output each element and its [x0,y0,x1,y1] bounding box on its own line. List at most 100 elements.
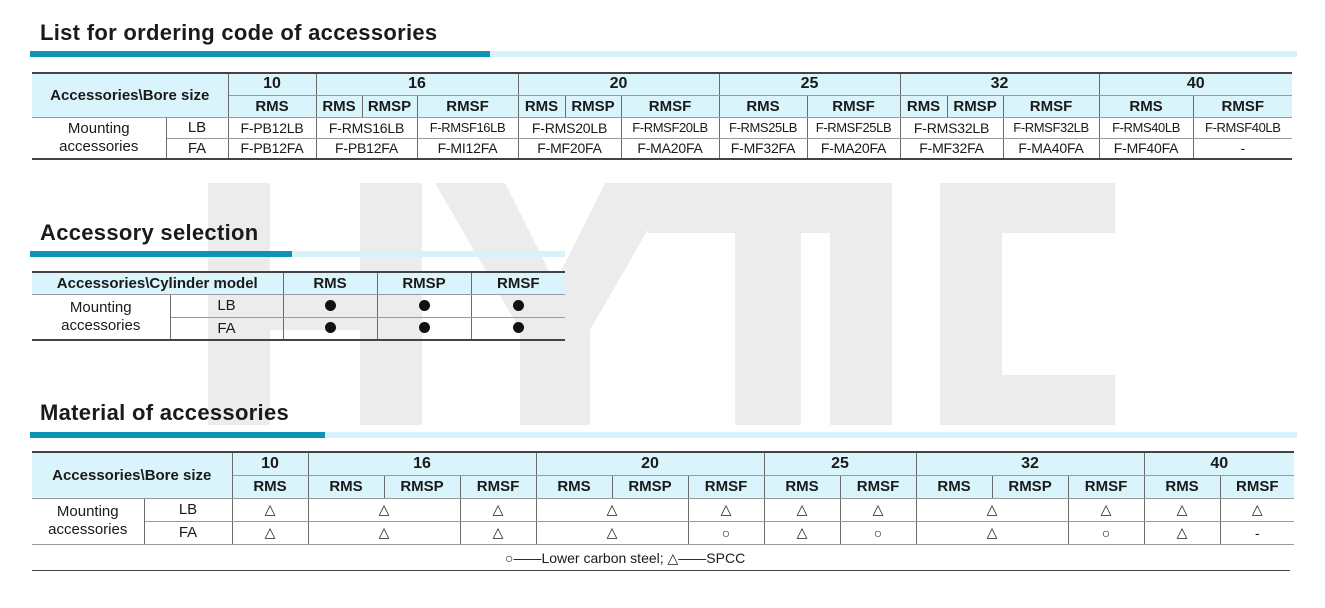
model-header: RMS [307,474,385,499]
table-cell: F-PB12LB [227,116,317,139]
section-title: List for ordering code of accessories [40,20,438,45]
ordering-code-section: List for ordering code of accessories Ac… [0,0,1325,180]
model-header: RMSP [611,474,689,499]
model-header: RMSF [620,94,720,118]
accessory-type: LB [143,497,233,522]
model-header: RMSP [946,94,1004,118]
selection-dot [470,293,566,318]
bore-size-header: 32 [899,72,1100,96]
material-symbol: △ [915,497,1069,522]
filled-circle-icon [324,322,336,334]
filled-circle-icon [324,299,336,311]
material-symbol: △ [307,497,461,522]
table-cell: F-MF20FA [517,137,622,160]
table-cell: F-MA20FA [620,137,720,160]
section-title: Material of accessories [40,400,290,425]
table-cell: F-RMSF16LB [416,116,519,139]
table-cell: F-MF40FA [1098,137,1194,160]
table-cell: F-MA20FA [806,137,901,160]
table-cell: F-RMS16LB [315,116,418,139]
title-underline-dark [30,432,325,438]
table-cell: F-RMSF20LB [620,116,720,139]
title-underline-light [30,432,1297,438]
model-header: RMS [282,271,378,295]
group-label: Mounting accessories [32,293,171,341]
filled-circle-icon [418,322,430,334]
table-cell: F-MF32FA [899,137,1004,160]
model-header: RMSF [806,94,901,118]
material-symbol: ○ [687,520,765,545]
material-symbol: △ [1067,497,1145,522]
model-header: RMS [517,94,566,118]
material-symbol: △ [1143,497,1221,522]
accessory-type: FA [165,137,229,160]
bore-size-header: 32 [915,451,1145,476]
table-corner-label: Accessories\Bore size [32,451,233,499]
title-underline-light [30,251,565,257]
material-symbol: ○ [1067,520,1145,545]
material-symbol: △ [1219,497,1295,522]
table-cell: F-MI12FA [416,137,519,160]
bore-size-header: 20 [535,451,765,476]
model-header: RMS [1098,94,1194,118]
material-symbol: △ [459,520,537,545]
title-underline-dark [30,51,490,57]
model-header: RMSF [470,271,566,295]
model-header: RMSF [1067,474,1145,499]
material-section: Material of accessories Accessories\Bore… [0,380,1325,600]
model-header: RMS [718,94,808,118]
model-header: RMSF [1219,474,1295,499]
table-cell: - [1192,137,1293,160]
accessory-type: FA [143,520,233,545]
table-cell: F-MA40FA [1002,137,1100,160]
material-symbol: - [1219,520,1295,545]
table-cell: F-MF32FA [718,137,808,160]
model-header: RMS [227,94,317,118]
selection-dot [376,316,472,341]
material-symbol: △ [763,497,841,522]
model-header: RMSP [564,94,622,118]
model-header: RMSF [416,94,519,118]
model-header: RMSF [1002,94,1100,118]
accessory-type: FA [169,316,284,341]
material-symbol: △ [915,520,1069,545]
model-header: RMS [763,474,841,499]
material-symbol: △ [535,520,689,545]
material-symbol: △ [535,497,689,522]
material-symbol: △ [763,520,841,545]
material-table: Accessories\Bore size 10 16 20 25 32 40 … [32,451,1295,545]
model-header: RMSF [1192,94,1293,118]
material-symbol: △ [687,497,765,522]
group-label: Mounting accessories [32,116,167,160]
table-cell: F-RMS25LB [718,116,808,139]
selection-dot [470,316,566,341]
table-cell: F-RMS40LB [1098,116,1194,139]
bore-size-header: 20 [517,72,720,96]
table-cell: F-PB12FA [315,137,418,160]
table-cell: F-RMS32LB [899,116,1004,139]
accessory-selection-section: Accessory selection Accessories\Cylinder… [0,200,1325,360]
footnote-bottom-rule [32,570,1290,571]
model-header: RMSP [991,474,1069,499]
filled-circle-icon [512,299,524,311]
accessory-type: LB [169,293,284,318]
model-header: RMSP [383,474,461,499]
model-header: RMS [535,474,613,499]
selection-dot [282,293,378,318]
model-header: RMSF [839,474,917,499]
bore-size-header: 25 [718,72,901,96]
material-symbol: △ [231,497,309,522]
group-label: Mounting accessories [32,497,145,545]
table-cell: F-RMSF32LB [1002,116,1100,139]
table-cell: F-PB12FA [227,137,317,160]
selection-dot [282,316,378,341]
bore-size-header: 40 [1098,72,1293,96]
ordering-code-table: Accessories\Bore size 10 16 20 25 32 40 … [32,72,1293,160]
table-corner-label: Accessories\Cylinder model [32,271,284,295]
material-symbol: △ [307,520,461,545]
material-symbol: △ [839,497,917,522]
filled-circle-icon [418,299,430,311]
bore-size-header: 16 [307,451,537,476]
accessory-type: LB [165,116,229,139]
material-symbol: △ [1143,520,1221,545]
